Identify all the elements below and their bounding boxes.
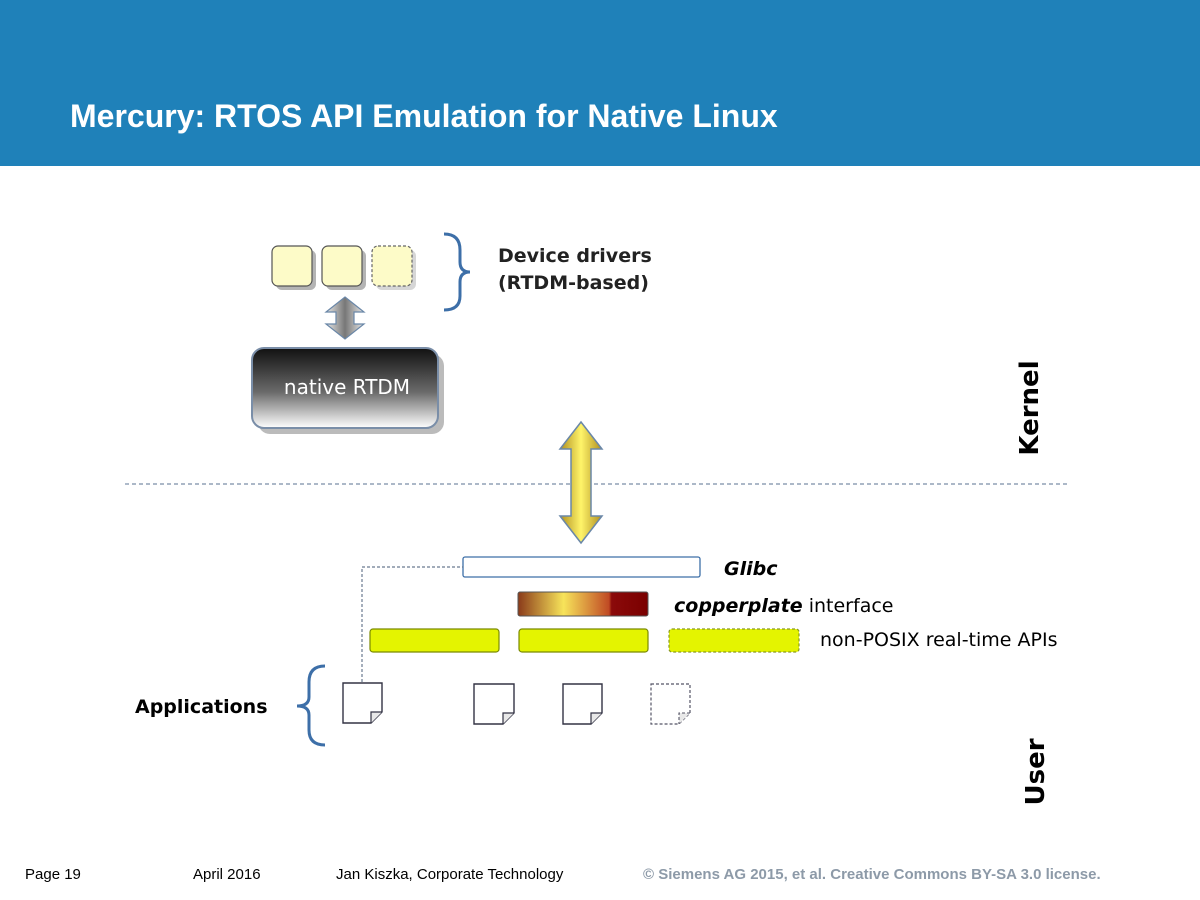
copperplate-label: copperplate interface: [674, 595, 893, 617]
native-rtdm-label: native RTDM: [284, 375, 410, 399]
non-posix-label: non-POSIX real-time APIs: [820, 629, 1057, 651]
slide-header: Mercury: RTOS API Emulation for Native L…: [0, 0, 1200, 166]
application-document-optional: [650, 683, 691, 725]
device-drivers-bracket: [443, 232, 471, 312]
slide-footer: Page 19 April 2016 Jan Kiszka, Corporate…: [0, 866, 1200, 886]
copperplate-word: copperplate: [674, 595, 803, 617]
device-drivers-label-line1: Device drivers: [498, 245, 652, 267]
rt-api-bar: [369, 628, 500, 653]
rt-api-bar: [518, 628, 649, 653]
syscall-arrow: [558, 420, 604, 545]
interface-word: interface: [803, 595, 894, 617]
glibc-bar: [462, 556, 701, 578]
applications-label: Applications: [135, 696, 268, 718]
footer-date: April 2016: [193, 866, 261, 883]
device-driver-box: [271, 245, 316, 290]
applications-bracket: [296, 664, 326, 747]
rtdm-driver-arrow: [324, 296, 366, 340]
device-driver-box: [321, 245, 366, 290]
native-rtdm-box: native RTDM: [251, 347, 444, 434]
page-number: Page 19: [25, 866, 81, 883]
kernel-label: Kernel: [1015, 360, 1045, 455]
rt-api-bar-optional: [668, 628, 800, 653]
application-document: [342, 682, 383, 724]
device-drivers-label-line2: (RTDM-based): [498, 272, 649, 294]
glibc-label: Glibc: [724, 558, 778, 580]
application-document: [473, 683, 515, 725]
footer-author: Jan Kiszka, Corporate Technology: [336, 866, 564, 883]
copperplate-bar: [517, 591, 649, 617]
slide-title: Mercury: RTOS API Emulation for Native L…: [70, 98, 778, 134]
device-driver-box-optional: [371, 245, 416, 290]
application-document: [562, 683, 603, 725]
user-label: User: [1021, 738, 1051, 805]
app-glibc-connector: [361, 566, 463, 682]
footer-copyright: © Siemens AG 2015, et al. Creative Commo…: [643, 866, 1101, 883]
